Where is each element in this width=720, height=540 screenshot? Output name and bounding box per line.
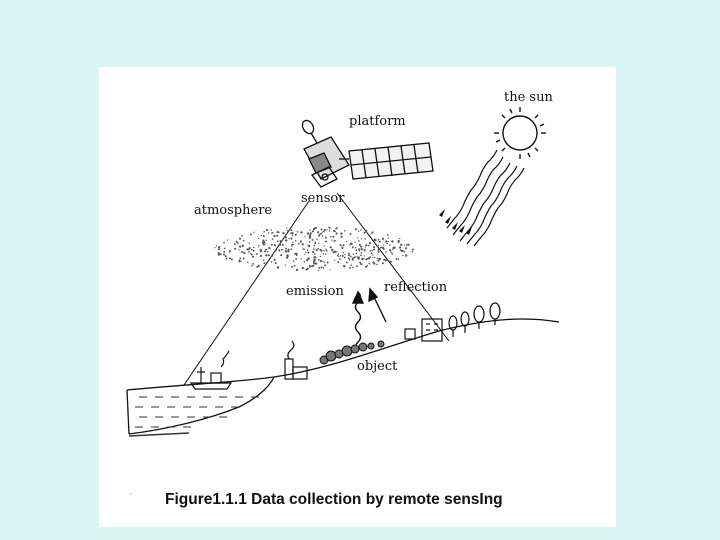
figure-card: the sun platform sensor atmosphere emiss… <box>99 67 616 527</box>
label-emission: emission <box>286 285 344 298</box>
tall-trees-icon <box>449 303 500 337</box>
label-sensor: sensor <box>301 192 344 205</box>
caption-marker: ` <box>129 493 134 504</box>
label-platform: platform <box>349 115 406 128</box>
label-atmosphere: atmosphere <box>194 204 272 217</box>
buildings-icon <box>405 319 442 341</box>
label-reflection: reflection <box>384 281 447 294</box>
figure-caption: Figure1.1.1 Data collection by remote se… <box>165 491 503 509</box>
label-sun: the sun <box>504 91 553 104</box>
label-object: object <box>357 360 397 373</box>
remote-sensing-diagram <box>99 67 616 527</box>
ship-icon <box>191 351 231 389</box>
sun-icon <box>494 107 546 159</box>
atmosphere-cloud <box>214 227 414 272</box>
sunlight-rays <box>447 150 524 246</box>
water-surface <box>129 397 259 436</box>
